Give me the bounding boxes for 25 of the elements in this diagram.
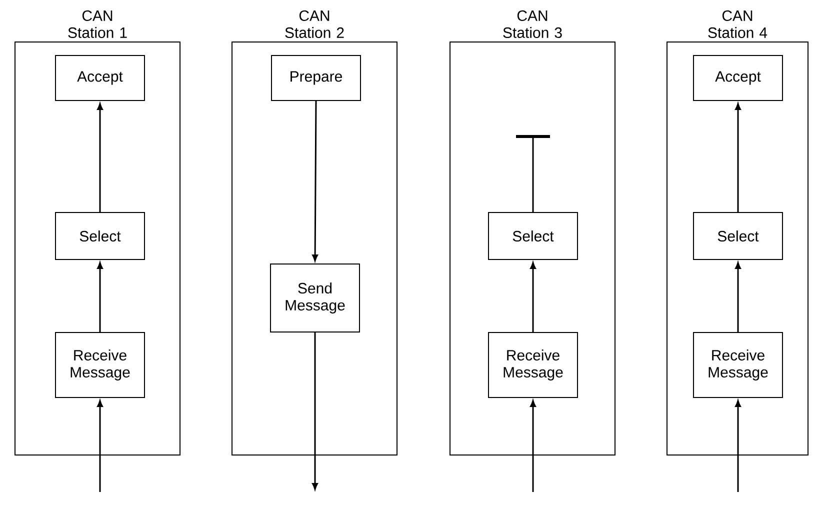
process-box: Accept (693, 55, 783, 101)
station-heading: CAN Station 3 (503, 10, 562, 38)
station-heading: CAN Station 1 (68, 10, 127, 38)
arrow (530, 400, 536, 492)
blocked-line (516, 135, 550, 212)
process-box: Receive Message (488, 332, 578, 398)
process-box: Prepare (271, 55, 361, 101)
process-box: Receive Message (55, 332, 145, 398)
process-box: Accept (55, 55, 145, 101)
arrow (735, 262, 741, 332)
process-box: Select (55, 212, 145, 260)
process-box: Receive Message (693, 332, 783, 398)
process-box: Select (488, 212, 578, 260)
station-heading: CAN Station 4 (708, 10, 768, 38)
arrow (97, 103, 103, 212)
arrow (312, 332, 318, 490)
arrow (97, 400, 103, 492)
arrow (530, 262, 536, 332)
process-box: Send Message (270, 264, 360, 332)
arrow (97, 262, 103, 332)
arrow (735, 400, 741, 492)
process-box: Select (693, 212, 783, 260)
arrow (312, 101, 318, 262)
arrow (735, 103, 741, 212)
station-heading: CAN Station 2 (285, 10, 344, 38)
